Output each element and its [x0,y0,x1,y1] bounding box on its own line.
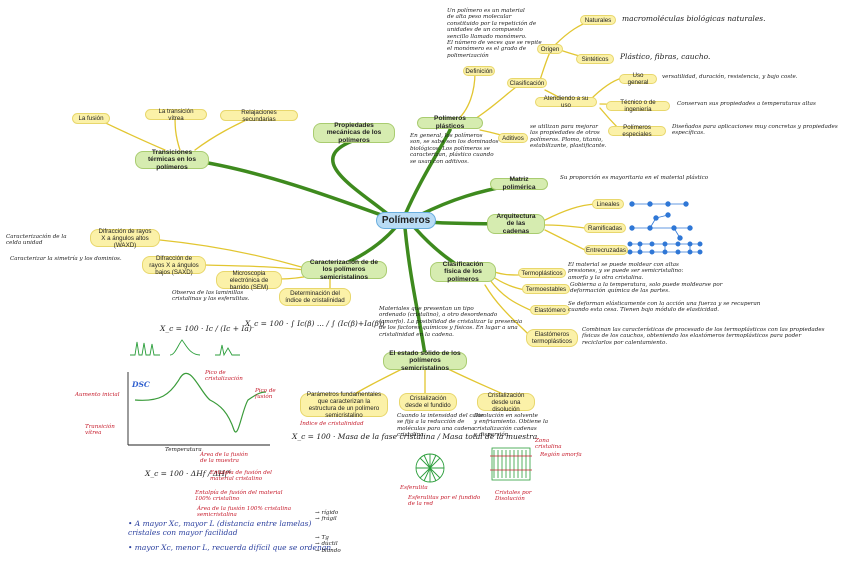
note-branch-rigido: → rígido → frágil [315,510,339,523]
subtopic-saxd[interactable]: Difracción de rayos X a ángulos bajos (S… [142,255,206,276]
subtopic-polimeros-especiales[interactable]: Polímeros especiales [608,124,666,138]
topic-estado-solido[interactable]: El estado sólido de los polímeros semicr… [383,350,467,372]
subtopic-termoestables[interactable]: Termoestables [522,284,570,294]
note-definicion: Un polímero es un material de alta peso … [447,8,542,59]
dsc-note-aumento: Aumento inicial [75,392,120,398]
note-matriz: Su proporción es mayoritaria en el mater… [560,175,709,181]
subtopic-fusion[interactable]: La fusión [72,113,110,124]
dsc-note-area-100: Área de la fusión 100% cristalina semicr… [197,506,292,519]
note-especiales: Diseñados para aplicaciones muy concreta… [672,124,838,137]
formula-xc-4: X_c = 100 · ΔHf / ΔHf° [145,469,232,478]
note-uso-general: versatilidad, duración, resistencia, y b… [662,74,798,80]
dsc-axis-label: DSC [132,380,150,389]
dsc-note-entalpia-100: Entalpía de fusión del material 100% cri… [195,490,283,503]
label-esferulitas-fundido: Esferulitas por el fundido de la red [408,495,481,508]
subtopic-atendiendo-uso[interactable]: Atendiendo a su uso [535,95,597,109]
formula-xc-3: X_c = 100 · Masa de la fase cristalina /… [292,432,538,441]
subtopic-tecnico-ingenieria[interactable]: Técnico o de ingeniería [606,99,670,113]
note-estado-solido: Materiales que presentan un tipo ordenad… [379,306,523,338]
subtopic-uso-general[interactable]: Uso general [619,72,657,86]
lamellae-sketch [490,447,532,481]
note-bullet-1: • A mayor Xc, mayor L (distancia entre l… [128,519,312,537]
topic-clasificacion-fisica[interactable]: Clasificación física de los polímeros [430,261,496,283]
subtopic-ramificadas[interactable]: Ramificadas [584,223,626,233]
subtopic-entrecruzadas[interactable]: Entrecruzadas [584,245,628,255]
subtopic-cristalizacion-disolucion[interactable]: Cristalización desde una disolución [477,392,535,413]
note-sem: Observa de las laminillas cristalinas y … [172,290,250,303]
subtopic-elastomeros-termoplasticos[interactable]: Elastómeros termoplásticos [526,329,578,347]
note-branch-tg: → Tg → dúctil → blando [315,535,341,554]
formula-xc-2: X_c = 100 · ∫ Ic(β) ... / ∫ (Ic(β)+Ia(β)… [245,319,385,328]
dsc-note-area: Área de la fusión de la muestra [200,452,249,465]
topic-arquitectura-cadenas[interactable]: Arquitectura de las cadenas [487,213,545,235]
subtopic-sem[interactable]: Microscopia electrónica de barrido (SEM) [216,270,282,291]
dsc-note-entalpia: Entalpía de fusión del material cristali… [210,470,272,483]
topic-caracterizacion[interactable]: Caracterización de de los polímeros semi… [301,259,387,281]
subtopic-indice-cristalinidad[interactable]: Determinación del índice de cristalinida… [279,288,351,306]
note-cristalizacion-fundido: Cuando la intensidad del calor se fija a… [397,413,484,439]
label-zona-cristalina: Zona cristalina [535,438,562,451]
dsc-note-cristalizacion: Pico de cristalización [205,370,243,383]
subtopic-elastomero[interactable]: Elastómero [530,305,570,315]
formula-xc-1: X_c = 100 · Ic / (Ic + Ia) [160,324,252,333]
subtopic-naturales[interactable]: Naturales [580,15,616,25]
dsc-note-fusion: Pico de fusión [255,388,276,401]
note-saxd: Caracterizar la simetría y los dominios. [10,256,122,262]
subtopic-cristalizacion-fundido[interactable]: Cristalización desde el fundido [399,393,457,411]
note-bullet-2: • mayor Xc, menor L, recuerda difícil qu… [128,543,332,552]
dsc-temperature-label: Temperatura [165,447,202,453]
subtopic-waxd[interactable]: Difracción de rayos X a ángulos altos (W… [90,228,160,249]
label-cristales-disolucion: Cristales por Disolución [495,490,532,503]
subtopic-termoplasticos[interactable]: Termoplásticos [518,268,566,278]
subtopic-origen[interactable]: Origen [537,44,563,54]
subtopic-clasificacion[interactable]: Clasificación [507,78,547,88]
note-aditivos: se utilizan para mejorar las propiedades… [530,124,607,150]
subtopic-transicion-vitrea[interactable]: La transición vítrea [145,108,207,122]
label-region-amorfa: Región amorfa [540,452,582,458]
note-sinteticos: Plástico, fibras, caucho. [620,52,711,61]
subtopic-definicion[interactable]: Definición [463,66,495,76]
topic-polimeros-plasticos[interactable]: Polímeros plásticos [417,115,483,130]
subtopic-relajaciones-secundarias[interactable]: Relajaciones secundarias [220,109,298,123]
note-elastomero: Se deforman elásticamente con la acción … [568,301,761,314]
note-cristalizacion-disolucion: Disolución en solvente y enfriamiento. O… [474,413,549,439]
dsc-curve [134,372,267,433]
central-topic[interactable]: Polímeros [376,212,436,229]
note-waxd: Caracterización de la celda unidad [6,234,67,247]
topic-transiciones-termicas[interactable]: Transiciones térmicas en los polímeros [135,149,209,171]
subtopic-parametros-fundamentales[interactable]: Parámetros fundamentales que caracteriza… [300,391,388,419]
note-tecnico: Conservan sus propiedades a temperaturas… [677,101,816,107]
spherulite-sketch [415,453,445,483]
note-termoplasticos: El material se puede moldear con altas p… [568,262,684,281]
topic-propiedades-mecanicas[interactable]: Propiedades mecánicas de los polímeros [313,122,395,144]
topic-matriz-polimerica[interactable]: Matriz polimérica [490,176,548,191]
note-naturales: macromoléculas biológicas naturales. [622,14,766,23]
note-termoestables: Gobierna a la temperatura, solo puede mo… [570,282,723,295]
label-esferulita: Esferulita [400,485,428,491]
subtopic-lineales[interactable]: Lineales [592,199,624,209]
subtopic-aditivos[interactable]: Aditivos [498,133,528,143]
note-plasticos: En general, los polímeros son, se sabe s… [410,133,499,165]
note-elastomeros-termoplasticos: Combinan las características de procesad… [582,327,825,346]
dsc-note-vitrea: Transición vítrea [85,424,115,437]
subtopic-sinteticos[interactable]: Sintéticos [576,54,614,64]
note-indice: Índice de cristalinidad [300,421,364,427]
